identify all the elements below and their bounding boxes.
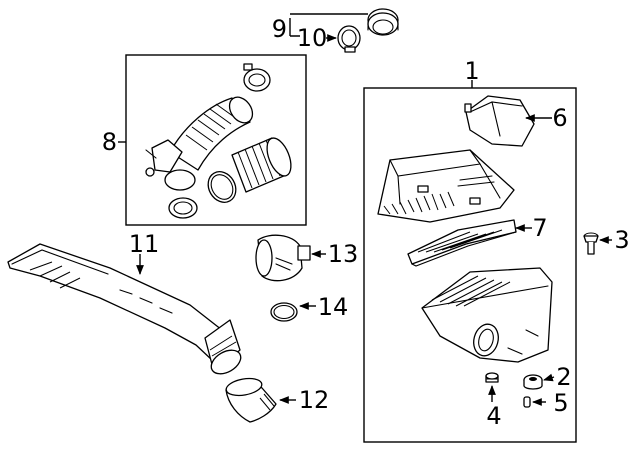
- callout-6: 6: [552, 104, 567, 132]
- part-10-clamp: [337, 25, 361, 53]
- part-9-coupler: [367, 8, 399, 36]
- leader-2: [543, 373, 555, 382]
- part-12-elbow: [225, 377, 277, 423]
- part-8-intake-hose: [145, 63, 292, 219]
- callout-10: 10: [297, 24, 328, 52]
- part-4-isolator: [485, 372, 499, 383]
- air-cleaner-lower-housing: [421, 267, 553, 363]
- callout-4: 4: [486, 402, 501, 430]
- callout-9: 9: [272, 15, 287, 43]
- callout-2: 2: [556, 363, 571, 391]
- callout-12: 12: [299, 386, 330, 414]
- part-2-grommet: [523, 374, 543, 390]
- callout-7: 7: [532, 214, 547, 242]
- part-3-push-pin: [583, 232, 599, 255]
- part-13-mass-air-sensor: [255, 234, 311, 282]
- part-5-plug: [523, 396, 531, 408]
- part-7-air-filter: [407, 219, 517, 267]
- callout-8: 8: [102, 128, 117, 156]
- callout-3: 3: [614, 226, 629, 254]
- callout-13: 13: [328, 240, 359, 268]
- callout-14: 14: [318, 293, 349, 321]
- part-14-o-ring: [270, 302, 298, 322]
- air-cleaner-cover: [377, 149, 515, 223]
- intake-hose-group-box: [125, 54, 307, 226]
- part-6-inlet-duct: [464, 95, 535, 147]
- part-11-air-duct: [7, 243, 242, 375]
- air-cleaner-assembly-box: [363, 87, 577, 443]
- callout-1: 1: [464, 57, 479, 85]
- callout-11: 11: [129, 230, 160, 258]
- leader-9-bracket: [289, 13, 368, 37]
- callout-5: 5: [553, 389, 568, 417]
